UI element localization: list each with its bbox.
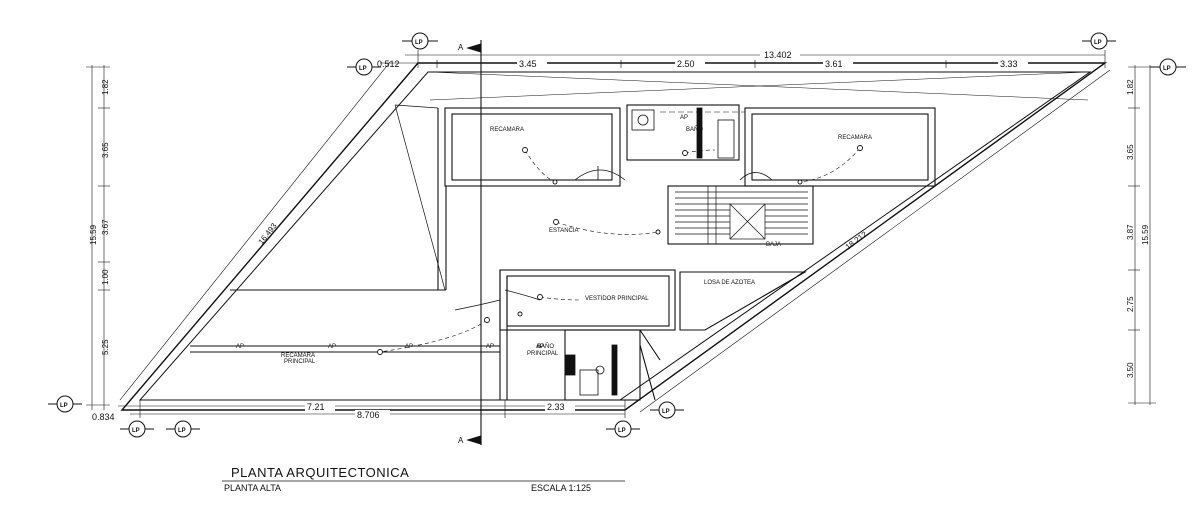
lp-markers [48,32,1186,438]
drawing-scale: ESCALA 1:125 [531,483,591,493]
light-fixtures [377,145,863,355]
ap-tag: AP [536,344,544,350]
lp-marker [402,32,438,50]
dim-bottom-mid: 8.706 [357,410,380,420]
dim-bottom-offset: 0.834 [92,412,115,422]
dim-left-seg-5: 5.25 [101,339,110,355]
ap-guide-lines [195,111,745,347]
lp-marker [120,420,154,438]
section-marker-top: A [458,43,464,52]
ap-tag: AP [328,344,336,350]
lp-label: LP [132,428,140,434]
room-label-recamara-principal-2: PRINCIPAL [284,359,316,365]
ap-tag: AP [680,115,688,121]
dim-top-seg-4: 3.33 [1000,59,1018,69]
dim-top-seg-2: 2.50 [677,59,695,69]
dim-top-seg-1: 3.45 [519,59,537,69]
diagonal-dimension-lines [119,61,1111,413]
room-label-recamara-principal-1: RECAMARA [281,353,315,359]
dim-left-total: 15.59 [89,224,98,245]
dim-right-total: 15.59 [1141,224,1150,245]
dim-left-seg-3: 3.67 [101,219,110,235]
ap-tag: AP [236,344,244,350]
lp-marker [1082,32,1116,50]
dim-right-seg-1: 1.82 [1126,79,1135,95]
lp-labels: LP LP LP LP LP LP LP LP LP [60,40,1171,434]
lp-label: LP [1163,66,1171,72]
section-line-a [466,40,482,445]
dim-bg [545,402,575,411]
bathroom-fixtures [564,107,735,396]
lp-label: LP [178,428,186,434]
dim-bottom-left: 7.21 [307,402,325,412]
lp-marker [1150,58,1186,76]
top-dimension-lines [380,50,1106,68]
room-label-recamara-1: RECAMARA [490,127,524,133]
dim-bg [823,58,853,68]
room-label-losa: LOSA DE AZOTEA [704,280,755,286]
dim-left-seg-2: 3.65 [101,142,110,158]
room-label-bano-principal-1: BAÑO [537,343,554,350]
dim-bg [517,58,547,68]
lp-marker [650,401,684,419]
dim-bg [998,58,1028,68]
dim-bg [355,410,390,419]
lp-label: LP [359,66,367,72]
dim-right-seg-2: 3.65 [1126,144,1135,160]
dim-left-seg-1: 1.82 [101,79,110,95]
room-label-recamara-2: RECAMARA [838,135,872,141]
lp-label: LP [662,409,670,415]
dim-bg [305,402,335,411]
lp-marker [606,420,640,438]
dim-left-seg-4: 1.00 [101,269,110,285]
ap-tag: AP [405,344,413,350]
lp-marker [166,420,200,438]
lp-label: LP [415,40,423,46]
right-dimension-lines [1128,65,1156,405]
stairs [675,185,808,245]
drawing-subtitle: PLANTA ALTA [224,483,281,493]
room-label-baja: BAJA [766,242,781,248]
room-label-bano-principal-2: PRINCIPAL [527,351,559,357]
section-marker-bottom: A [458,436,464,445]
dim-bottom-right: 2.33 [547,402,565,412]
lp-label: LP [1094,40,1102,46]
lp-marker [347,58,381,76]
left-dimension-lines [86,65,110,410]
dim-bg [675,58,705,68]
door-swings [454,166,773,311]
dim-top-seg-3: 3.61 [825,59,843,69]
dim-top-total: 13.402 [764,50,792,60]
ap-tag: AP [486,344,494,350]
lp-marker [48,395,82,413]
dim-right-seg-5: 3.50 [1126,362,1135,378]
room-label-bano: BAÑO [686,126,703,133]
lp-label: LP [60,403,68,409]
drawing-title: PLANTA ARQUITECTONICA [231,465,409,480]
room-label-vestidor: VESTIDOR PRINCIPAL [585,296,649,302]
dim-right-seg-3: 3.87 [1126,224,1135,240]
dim-right-seg-4: 2.75 [1126,296,1135,312]
lp-label: LP [618,428,626,434]
dim-bg [760,50,800,60]
room-label-estancia: ESTANCIA [549,228,579,234]
